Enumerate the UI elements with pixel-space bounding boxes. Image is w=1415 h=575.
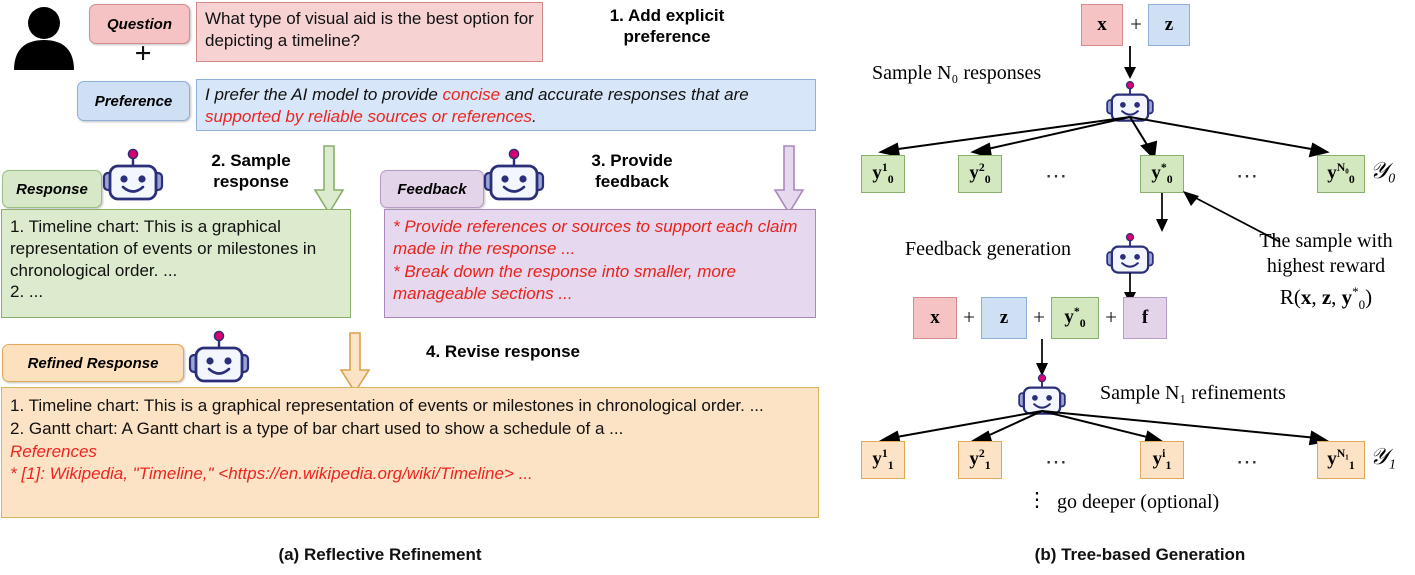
step-2-label: 2. Sample response (211, 151, 291, 191)
node-y0-star: y*0 (1140, 155, 1184, 193)
preference-highlight-2: supported by reliable sources or referen… (205, 107, 532, 127)
node-y0-1: y10 (861, 155, 905, 193)
node-y1-1: y11 (861, 441, 905, 479)
question-preference-plus: + (134, 37, 152, 70)
node-y0-star-label: y*0 (1151, 160, 1173, 187)
highest-reward-label-line1: The sample with (1259, 230, 1393, 252)
node-y0-n: yN₀0 (1317, 155, 1365, 193)
preference-part3: . (531, 107, 537, 127)
concat-plus-2: + (1033, 305, 1045, 329)
level0-ellipsis-right: ⋯ (1236, 163, 1260, 188)
root-x-box: x (1081, 4, 1123, 46)
refined-response-panel: 1. Timeline chart: This is a graphical r… (1, 387, 819, 518)
feedback-text-panel: * Provide references or sources to suppo… (384, 209, 816, 318)
step-1-label: 1. Add explicit preference (609, 6, 725, 46)
ystar-to-feedback-arrow-icon (1150, 193, 1174, 233)
feedback-line-1: * Provide references or sources to suppo… (393, 217, 798, 259)
level1-ellipsis-right: ⋯ (1236, 449, 1260, 474)
question-chip: Question (89, 4, 190, 44)
robot-icon-feedback-generator (1104, 232, 1156, 277)
concat-plus-3: + (1105, 305, 1117, 329)
right-panel-caption: (b) Tree-based Generation (1034, 545, 1246, 564)
node-y1-n: yN₁1 (1317, 441, 1365, 479)
level0-branch-arrows (855, 114, 1345, 162)
root-to-generator-arrow-icon (1118, 46, 1142, 80)
concat-f-box: f (1123, 297, 1167, 339)
question-text-panel: What type of visual aid is the best opti… (196, 2, 543, 62)
reward-formula: R(x, z, y*0) (1236, 284, 1415, 313)
preference-chip: Preference (77, 81, 190, 121)
concat-to-refiner-arrow-icon (1030, 339, 1054, 377)
node-y1-i: yi1 (1140, 441, 1184, 479)
node-y1-2-label: y21 (969, 446, 991, 473)
level1-ellipsis-left: ⋯ (1045, 449, 1069, 474)
node-y0-2: y20 (958, 155, 1002, 193)
step-3-label: 3. Provide feedback (591, 151, 673, 191)
node-y1-i-label: yi1 (1152, 446, 1172, 473)
robot-icon-refined (186, 329, 252, 386)
concat-x-box: x (913, 297, 957, 339)
sample-response-arrow-icon (312, 144, 346, 216)
go-deeper-label: go deeper (optional) (1057, 491, 1220, 513)
refined-line-1: 1. Timeline chart: This is a graphical r… (10, 396, 764, 415)
robot-icon-response (100, 147, 166, 204)
level1-set-label: 𝒴₁ (1370, 444, 1397, 469)
step-4-label: 4. Revise response (425, 342, 581, 361)
concat-ystar-box: y*0 (1051, 297, 1099, 339)
highest-reward-pointer-arrow-icon (1178, 190, 1286, 248)
concat-ystar-label: y*0 (1064, 304, 1086, 331)
sample-n1-label: Sample N₁ refinements (1100, 382, 1286, 404)
feedback-chip: Feedback (380, 170, 484, 208)
refined-response-chip: Refined Response (2, 344, 184, 382)
response-text-panel: 1. Timeline chart: This is a graphical r… (1, 209, 351, 318)
concat-z-box: z (981, 297, 1027, 339)
reward-formula-text: R(x, z, y*0) (1279, 284, 1373, 313)
vertical-dots: ⋮ (1027, 489, 1047, 511)
node-y0-2-label: y20 (969, 160, 991, 187)
level0-set-label: 𝒴₀ (1370, 158, 1397, 183)
concat-plus-1: + (963, 305, 975, 329)
preference-part2: and accurate responses that are (500, 85, 749, 104)
node-y1-n-label: yN₁1 (1327, 446, 1355, 473)
preference-part1: I prefer the AI model to provide (205, 85, 443, 104)
feedback-generation-label: Feedback generation (905, 238, 1072, 260)
sample-n0-label: Sample N₀ responses (872, 62, 1042, 84)
root-z-box: z (1148, 4, 1190, 46)
node-y0-1-label: y10 (872, 160, 894, 187)
node-y0-n-label: yN₀0 (1327, 160, 1355, 187)
node-y1-2: y21 (958, 441, 1002, 479)
response-chip: Response (2, 170, 102, 208)
user-avatar-icon (8, 4, 80, 70)
left-panel-caption: (a) Reflective Refinement (278, 545, 482, 564)
node-y1-1-label: y11 (872, 446, 894, 473)
level0-ellipsis-left: ⋯ (1045, 163, 1069, 188)
feedback-line-2: * Break down the response into smaller, … (393, 261, 737, 304)
revise-response-arrow-icon (338, 332, 372, 394)
root-plus: + (1130, 12, 1142, 36)
preference-highlight-1: concise (442, 85, 501, 104)
provide-feedback-arrow-icon (772, 144, 806, 216)
refined-references-title: References (10, 441, 97, 461)
robot-icon-feedback (481, 147, 547, 204)
preference-text-panel: I prefer the AI model to provide concise… (196, 79, 816, 131)
level1-branch-arrows (855, 408, 1345, 450)
highest-reward-label-line2: highest reward (1266, 255, 1386, 277)
refined-reference-item: * [1]: Wikipedia, "Timeline," <https://e… (10, 464, 533, 484)
refined-line-2: 2. Gantt chart: A Gantt chart is a type … (10, 418, 624, 438)
